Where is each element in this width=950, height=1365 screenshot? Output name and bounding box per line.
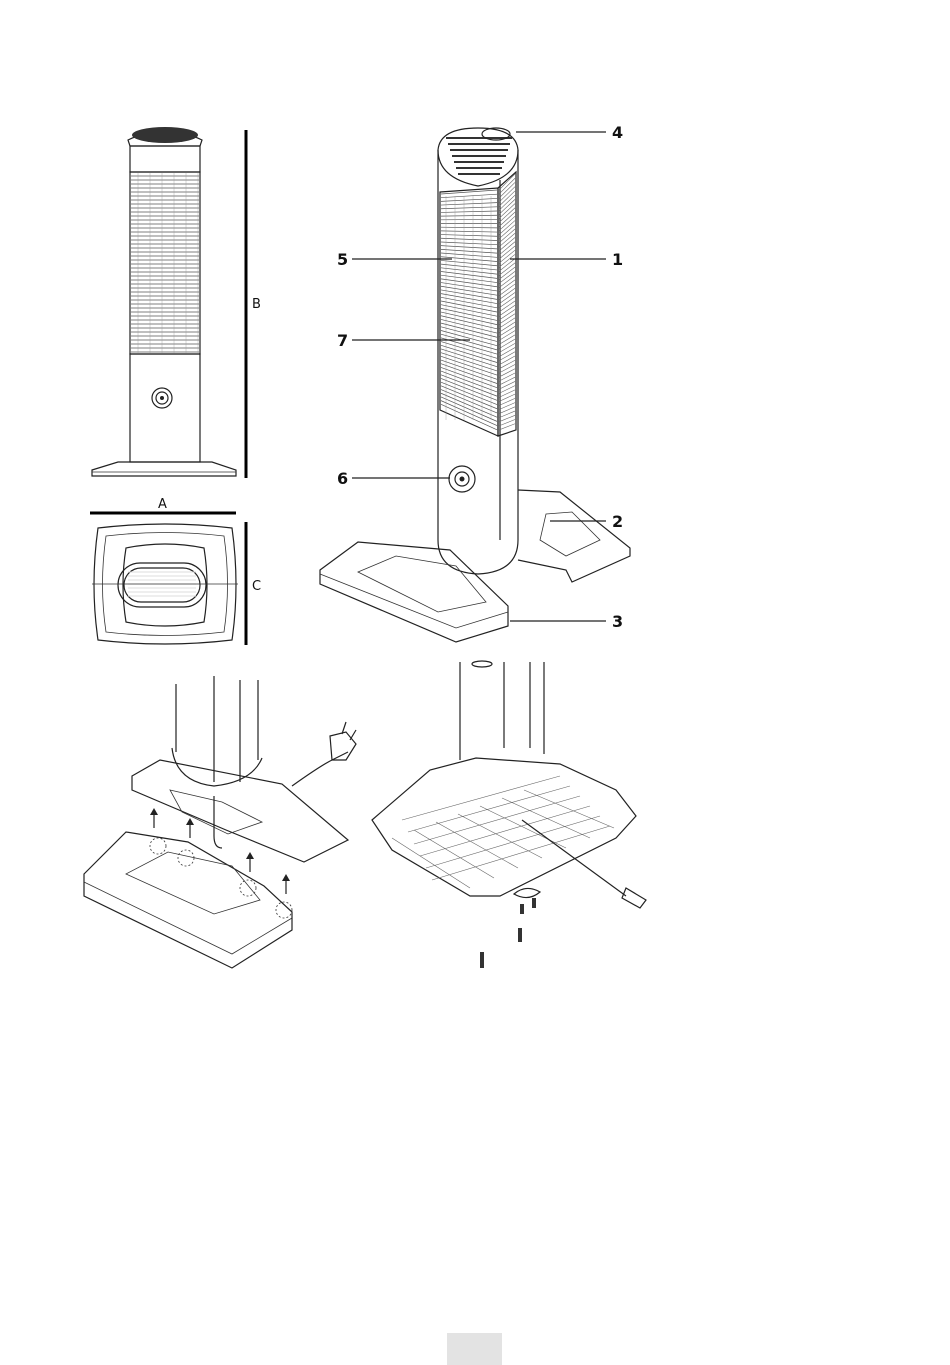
callout-6: 6 [337, 469, 348, 488]
dimension-b-label: B [252, 297, 261, 312]
assembly-view-underside [372, 661, 646, 968]
callout-2: 2 [612, 512, 623, 531]
front-view [92, 127, 236, 476]
callout-1: 1 [612, 250, 623, 269]
dimension-a-label: A [158, 497, 167, 512]
assembly-view-feet [84, 676, 356, 968]
dimension-c-label: C [252, 579, 261, 594]
page-number-tab [447, 1333, 502, 1365]
callout-5: 5 [337, 250, 348, 269]
callout-4: 4 [612, 123, 623, 142]
callout-7: 7 [337, 331, 348, 350]
heating-element-grille [441, 174, 515, 430]
assembly-arrows [150, 808, 290, 894]
front-grille [131, 173, 199, 353]
top-grille-stripes [446, 138, 512, 174]
base-ribs [392, 776, 614, 888]
top-view [92, 524, 238, 644]
callout-3: 3 [612, 612, 623, 631]
perspective-view [320, 128, 630, 642]
